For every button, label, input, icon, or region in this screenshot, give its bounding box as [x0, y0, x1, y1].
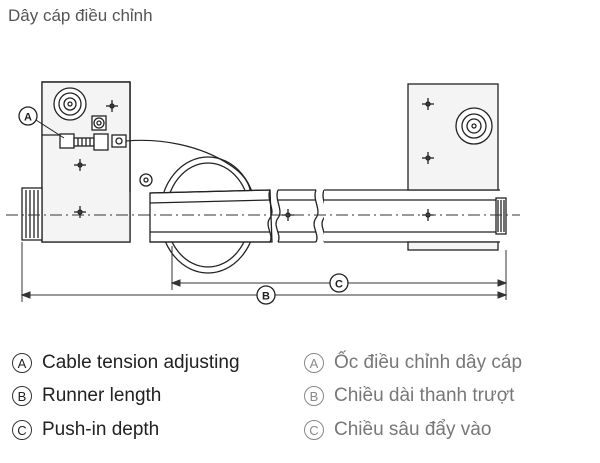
callout-c-label: C [335, 279, 343, 291]
technical-drawing: A C B [6, 81, 520, 305]
cable-clip [139, 173, 153, 187]
callout-a-label: A [24, 112, 32, 124]
right-roller-wheel [455, 107, 493, 145]
legend-text-en-c: Push-in depth [42, 419, 160, 440]
legend-item-en-a: A Cable tension adjusting [12, 352, 240, 374]
legend-item-vn-b: B Chiều dài thanh trượt [304, 385, 514, 407]
legend-item-en-c: C Push-in depth [12, 419, 159, 441]
legend-letter-a: A [12, 353, 32, 373]
mount-hole-3 [74, 206, 86, 218]
callout-b-label: B [262, 291, 270, 303]
left-roller-wheel [53, 87, 87, 121]
right-mount-hole-2 [422, 152, 434, 164]
mount-hole-2 [74, 159, 86, 171]
callout-b: B [256, 285, 276, 305]
legend-letter-vn-b: B [304, 386, 324, 406]
right-mount-hole-1 [422, 98, 434, 110]
adjusting-cable [125, 139, 252, 201]
legend-text-vn-a: Ốc điều chỉnh dây cáp [334, 352, 523, 373]
legend-letter-b: B [12, 386, 32, 406]
legend-letter-c: C [12, 420, 32, 440]
runner-rail [149, 189, 507, 243]
legend-text-en-b: Runner length [42, 385, 162, 406]
legend-item-en-b: B Runner length [12, 385, 161, 407]
callout-c: C [329, 273, 349, 293]
page-title: Dây cáp điều chỉnh [8, 6, 153, 25]
legend-text-vn-b: Chiều dài thanh trượt [334, 385, 515, 406]
mount-hole-1 [106, 100, 118, 112]
legend-text-en-a: Cable tension adjusting [42, 352, 240, 373]
left-end-cap [21, 187, 43, 241]
legend-item-vn-c: C Chiều sâu đẩy vào [304, 419, 491, 441]
legend-letter-vn-c: C [304, 420, 324, 440]
callout-a: A [18, 106, 65, 139]
legend-letter-vn-a: A [304, 353, 324, 373]
legend-text-vn-c: Chiều sâu đẩy vào [334, 419, 492, 440]
small-gear [91, 115, 107, 131]
legend-item-vn-a: A Ốc điều chỉnh dây cáp [304, 352, 522, 374]
